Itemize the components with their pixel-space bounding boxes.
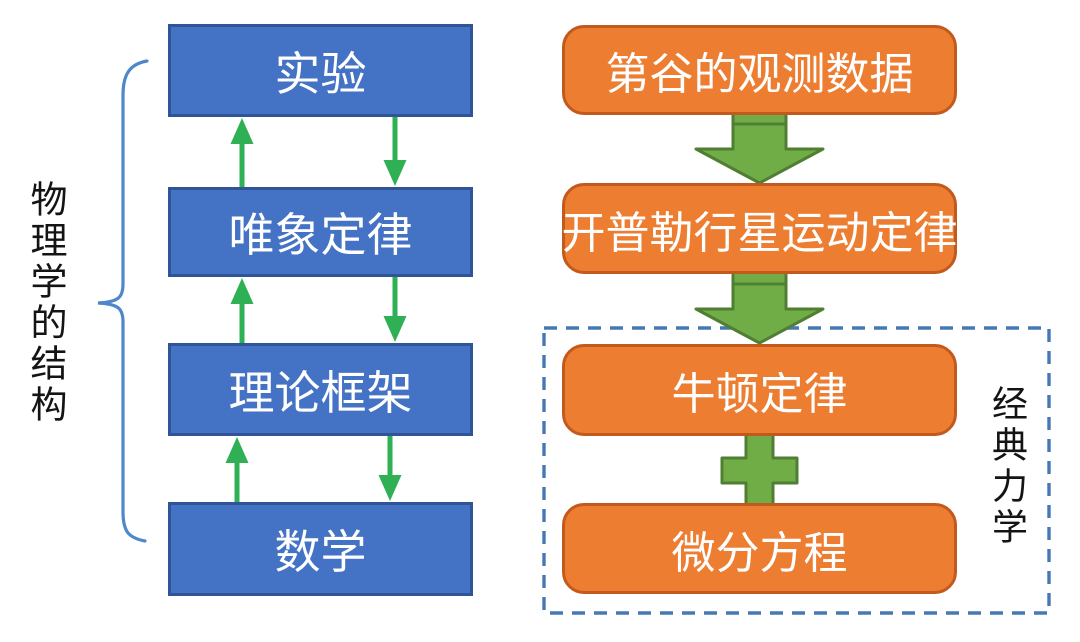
up-down-arrows-2 [230, 277, 407, 343]
down-arrow-icon [383, 117, 407, 186]
up-down-arrows-1 [230, 117, 407, 187]
structure-of-physics-label: 物理学的结构 [24, 180, 67, 426]
box-differential-equations: 微分方程 [562, 503, 957, 594]
box-label: 第谷的观测数据 [605, 49, 914, 100]
box-theoretical-framework: 理论框架 [168, 343, 473, 436]
down-arrow-icon [378, 436, 402, 501]
block-down-arrow-1 [694, 104, 825, 185]
box-mathematics: 数学 [168, 502, 473, 596]
block-down-arrow-2 [694, 264, 825, 345]
left-brace-icon [97, 59, 149, 543]
classical-mechanics-label: 经典力学 [986, 385, 1027, 549]
box-label: 微分方程 [671, 527, 848, 579]
down-arrow-icon [383, 277, 407, 342]
up-down-arrows-3 [225, 436, 402, 502]
box-label: 开普勒行星运动定律 [561, 207, 958, 259]
box-tycho-observation-data: 第谷的观测数据 [562, 25, 957, 115]
box-label: 理论框架 [228, 365, 413, 420]
box-label: 唯象定律 [228, 208, 413, 262]
box-experiment: 实验 [168, 24, 473, 117]
classical-mechanics-dashed-frame [542, 326, 1051, 615]
up-arrow-icon [230, 118, 254, 187]
box-label: 数学 [274, 525, 367, 579]
plus-icon [720, 432, 799, 508]
box-label: 牛顿定律 [671, 369, 848, 420]
up-arrow-icon [225, 437, 249, 502]
box-kepler-planetary-motion-laws: 开普勒行星运动定律 [561, 183, 958, 274]
up-arrow-icon [230, 278, 254, 343]
box-phenomenological-laws: 唯象定律 [168, 187, 473, 277]
box-newton-laws: 牛顿定律 [562, 344, 957, 436]
box-label: 实验 [274, 46, 367, 101]
block-arrow-body [694, 282, 825, 345]
block-arrow-body [694, 122, 825, 185]
